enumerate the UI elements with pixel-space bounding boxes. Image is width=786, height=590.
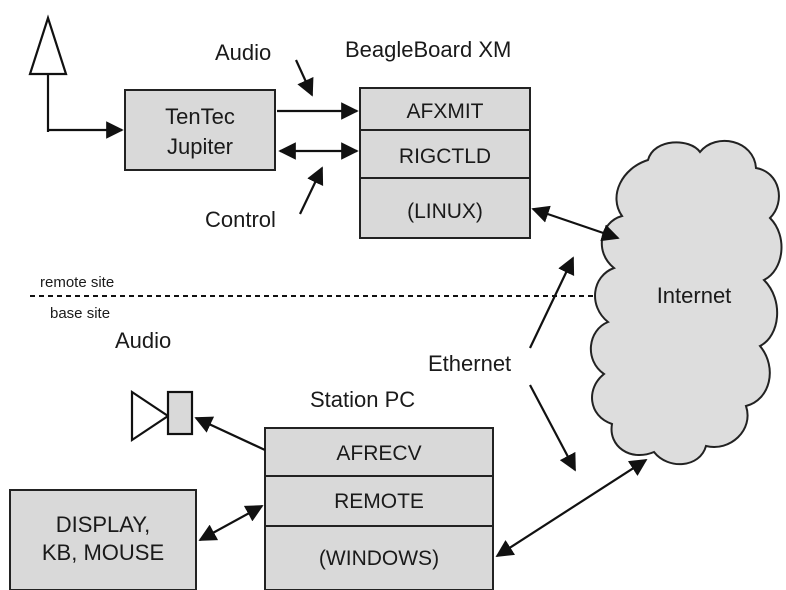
display-kb-mouse-box: DISPLAY, KB, MOUSE <box>9 489 197 590</box>
ethernet-label: Ethernet <box>428 351 511 376</box>
remote-label: REMOTE <box>334 490 424 513</box>
linux-label: (LINUX) <box>407 200 483 223</box>
station-pc-stack: AFRECV REMOTE (WINDOWS) <box>264 427 494 590</box>
audio-pointer-arrow <box>294 59 314 97</box>
pc-internet-arrow <box>495 459 648 557</box>
control-pointer-arrow <box>299 166 324 215</box>
audio-bottom-label: Audio <box>115 328 171 353</box>
control-label: Control <box>205 207 276 232</box>
base-site-label: base site <box>50 305 110 322</box>
tentec-jupiter-box: TenTec Jupiter <box>124 89 276 171</box>
display-pc-arrow <box>198 505 264 541</box>
tentec-label-line2: Jupiter <box>167 134 233 159</box>
afxmit-label: AFXMIT <box>407 100 484 123</box>
speaker-icon <box>130 389 194 443</box>
remote-site-label: remote site <box>40 274 114 291</box>
ethernet-pointer-up <box>529 256 575 349</box>
tentec-label-line1: TenTec <box>165 104 235 129</box>
ethernet-pointer-down <box>529 384 576 472</box>
station-pc-title: Station PC <box>310 387 415 412</box>
display-label-line1: DISPLAY, <box>56 512 151 537</box>
beagleboard-stack: AFXMIT RIGCTLD (LINUX) <box>359 87 531 239</box>
afrecv-speaker-arrow <box>194 416 266 451</box>
internet-cloud: Internet <box>589 139 783 466</box>
audio-top-label: Audio <box>215 40 271 65</box>
beagleboard-internet-arrow <box>531 205 620 242</box>
display-label-line2: KB, MOUSE <box>42 540 164 565</box>
beagleboard-title: BeagleBoard XM <box>345 37 511 62</box>
rigctld-label: RIGCTLD <box>399 145 491 168</box>
windows-label: (WINDOWS) <box>319 547 439 570</box>
afrecv-label: AFRECV <box>336 442 421 465</box>
antenna-icon <box>28 14 68 132</box>
internet-label: Internet <box>657 283 732 308</box>
